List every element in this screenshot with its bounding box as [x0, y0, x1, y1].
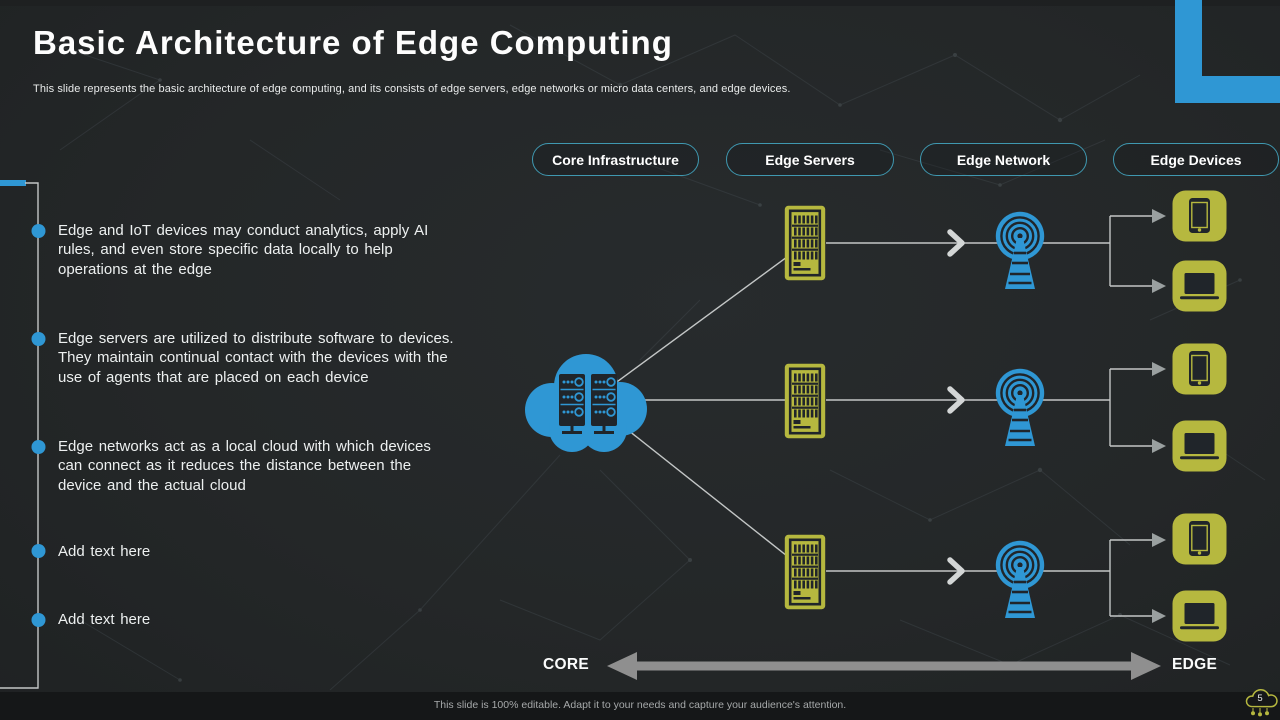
bullet-markers: [31, 224, 46, 627]
bullet-placeholder-1[interactable]: Add text here: [58, 543, 151, 560]
bullet-bracket-line: [0, 180, 39, 689]
bullet-item-edge-servers: Edge servers are utilized to distribute …: [58, 330, 454, 386]
corner-accent: [1175, 0, 1280, 103]
tab-label: Edge Devices: [1150, 152, 1242, 168]
server-rack-icon-3: [784, 534, 826, 610]
laptop-icon-1: [1172, 260, 1227, 312]
core-edge-arrow: [607, 652, 1161, 680]
slide-subtitle: This slide represents the basic architec…: [33, 83, 791, 95]
laptop-icon-2: [1172, 420, 1227, 472]
core-label: CORE: [543, 656, 589, 673]
tab-label: Core Infrastructure: [552, 152, 679, 168]
page-title: Basic Architecture of Edge Computing: [33, 24, 673, 61]
tablet-icon-3: [1172, 513, 1227, 565]
connector-lines: [594, 215, 1152, 617]
top-strip: [0, 0, 1280, 6]
bullet-placeholder-2[interactable]: Add text here: [58, 611, 151, 628]
tab-label: Edge Network: [956, 152, 1051, 168]
tab-core-infrastructure[interactable]: Core Infrastructure: [532, 143, 699, 176]
edge-label: EDGE: [1172, 656, 1218, 673]
server-rack-icon-2: [784, 363, 826, 439]
bullet-item-edge-iot-devices: Edge and IoT devices may conduct analyti…: [58, 222, 429, 278]
radio-tower-icon-3: [994, 540, 1046, 618]
tablet-icon-2: [1172, 343, 1227, 395]
laptop-icon-3: [1172, 590, 1227, 642]
radio-tower-icon-2: [994, 368, 1046, 446]
chevron-arrow-icons: [947, 229, 965, 585]
cloud-datacenter-icon: [523, 352, 649, 454]
radio-tower-icon-1: [994, 211, 1046, 289]
server-rack-icon-1: [784, 205, 826, 281]
tab-label: Edge Servers: [765, 152, 855, 168]
footer-note: This slide is 100% editable. Adapt it to…: [433, 699, 847, 711]
device-arrowheads: [1152, 209, 1166, 623]
tab-edge-devices[interactable]: Edge Devices: [1113, 143, 1279, 176]
tab-edge-servers[interactable]: Edge Servers: [726, 143, 894, 176]
tab-edge-network[interactable]: Edge Network: [920, 143, 1087, 176]
tablet-icon-1: [1172, 190, 1227, 242]
page-number: 5: [1257, 693, 1263, 704]
footer-strip: [0, 692, 1280, 720]
bullet-item-edge-networks: Edge networks act as a local cloud with …: [58, 438, 431, 494]
